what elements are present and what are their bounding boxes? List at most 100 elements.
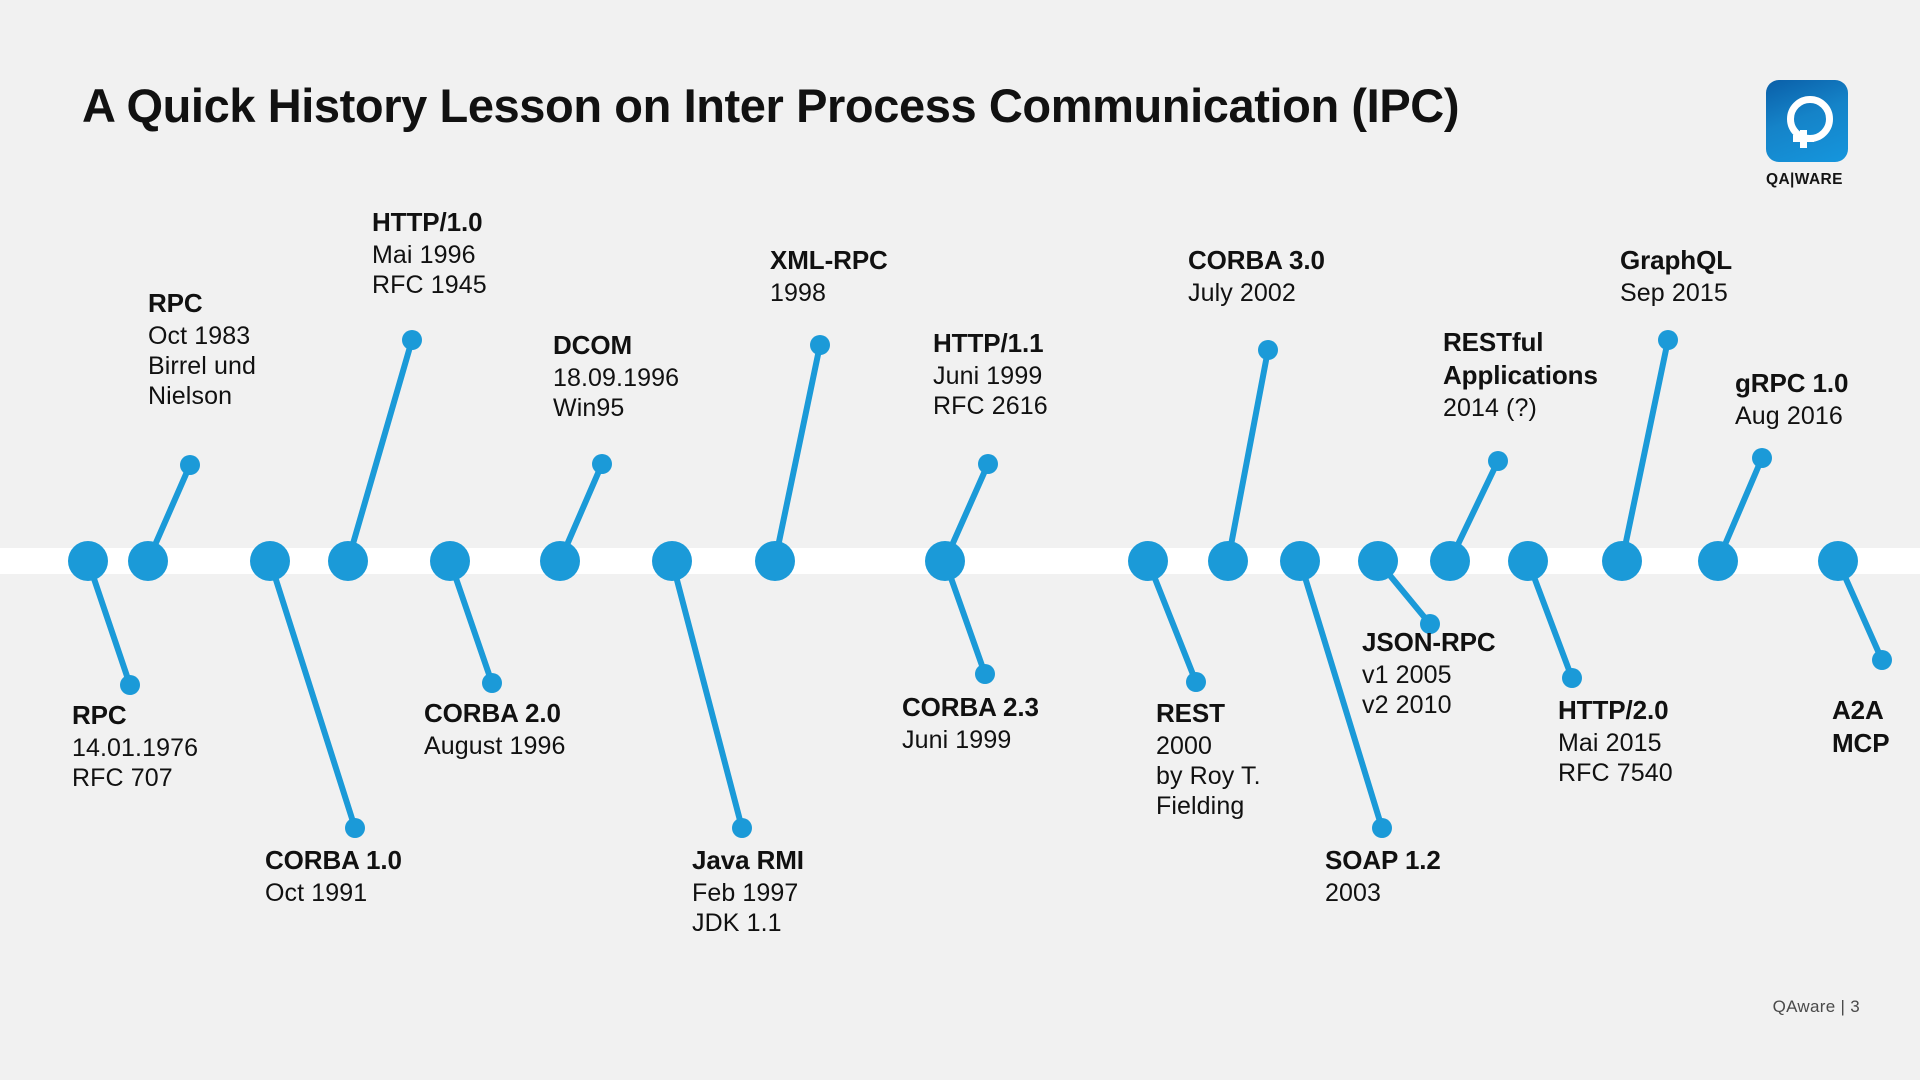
event-line-1: August 1996: [424, 732, 566, 761]
timeline-tip-dot-corba-2-3[interactable]: [975, 664, 995, 684]
timeline-node-corba-2-3[interactable]: [925, 541, 965, 581]
timeline-connector-rest: [1145, 558, 1199, 685]
event-label-corba-3-0[interactable]: CORBA 3.0 July 2002: [1188, 245, 1325, 308]
event-line-1: Juni 1999: [902, 726, 1012, 755]
timeline-node-rpc-1983[interactable]: [128, 541, 168, 581]
event-label-json-rpc[interactable]: JSON-RPC v1 2005 v2 2010: [1362, 627, 1496, 720]
timeline-tip-dot-restful-apps[interactable]: [1488, 451, 1508, 471]
timeline-node-graphql[interactable]: [1602, 541, 1642, 581]
event-label-java-rmi[interactable]: Java RMI Feb 1997 JDK 1.1: [692, 845, 804, 938]
event-label-grpc-1-0[interactable]: gRPC 1.0 Aug 2016: [1735, 368, 1848, 431]
timeline-tip-dot-corba-2-0[interactable]: [482, 673, 502, 693]
timeline-connector-graphql: [1619, 337, 1671, 564]
timeline-tip-dot-rpc-1976[interactable]: [120, 675, 140, 695]
event-line-1: 2003: [1325, 879, 1382, 908]
qaware-logo-mark-icon: [1766, 80, 1848, 162]
event-label-rest[interactable]: REST 2000 by Roy T. Fielding: [1156, 698, 1261, 821]
event-label-graphql[interactable]: GraphQL Sep 2015: [1620, 245, 1732, 308]
timeline-tip-dot-java-rmi[interactable]: [732, 818, 752, 838]
timeline-tip-dot-a2a-mcp[interactable]: [1872, 650, 1892, 670]
event-title-2: MCP: [1832, 728, 1890, 759]
event-line-3: Nielson: [148, 382, 233, 411]
event-line-1: Mai 1996: [372, 241, 476, 270]
timeline-node-grpc-1-0[interactable]: [1698, 541, 1738, 581]
timeline-node-xml-rpc[interactable]: [755, 541, 795, 581]
timeline-tip-dot-http-1-0[interactable]: [402, 330, 422, 350]
timeline-tip-dot-json-rpc[interactable]: [1420, 614, 1440, 634]
event-line-1: Feb 1997: [692, 879, 799, 908]
event-label-restful-applications[interactable]: RESTful Applications 2014 (?): [1443, 327, 1598, 423]
event-label-corba-2-3[interactable]: CORBA 2.3 Juni 1999: [902, 692, 1039, 755]
qaware-logo: QA|WARE: [1766, 80, 1858, 189]
event-title: CORBA 1.0: [265, 845, 402, 875]
timeline-node-java-rmi[interactable]: [652, 541, 692, 581]
event-label-corba-2-0[interactable]: CORBA 2.0 August 1996: [424, 698, 566, 761]
timeline-node-corba-1-0[interactable]: [250, 541, 290, 581]
timeline-node-dcom[interactable]: [540, 541, 580, 581]
event-line-1: Sep 2015: [1620, 279, 1728, 308]
event-label-corba-1-0[interactable]: CORBA 1.0 Oct 1991: [265, 845, 402, 908]
event-title: RPC: [148, 288, 203, 318]
event-line-3: Fielding: [1156, 792, 1245, 821]
event-title: JSON-RPC: [1362, 627, 1496, 657]
timeline-connector-xml-rpc: [772, 342, 823, 564]
event-label-a2a-mcp[interactable]: A2A MCP: [1832, 695, 1890, 761]
timeline-node-soap-1-2[interactable]: [1280, 541, 1320, 581]
timeline-node-restful-apps[interactable]: [1430, 541, 1470, 581]
timeline-node-a2a-mcp[interactable]: [1818, 541, 1858, 581]
timeline-node-http-2-0[interactable]: [1508, 541, 1548, 581]
event-title: SOAP 1.2: [1325, 845, 1441, 875]
timeline-tip-dot-soap-1-2[interactable]: [1372, 818, 1392, 838]
event-label-rpc-1976[interactable]: RPC 14.01.1976 RFC 707: [72, 700, 198, 793]
event-line-2: RFC 7540: [1558, 759, 1673, 788]
qaware-wordmark: QA|WARE: [1766, 171, 1843, 188]
event-line-2: JDK 1.1: [692, 909, 782, 938]
event-line-1: 18.09.1996: [553, 364, 680, 393]
timeline-tip-dot-dcom[interactable]: [592, 454, 612, 474]
timeline-node-http-1-0[interactable]: [328, 541, 368, 581]
event-title: gRPC 1.0: [1735, 368, 1849, 398]
event-line-2: Win95: [553, 394, 625, 423]
timeline-tip-dot-graphql[interactable]: [1658, 330, 1678, 350]
timeline-tip-dot-corba-1-0[interactable]: [345, 818, 365, 838]
event-label-rpc-1983[interactable]: RPC Oct 1983 Birrel und Nielson: [148, 288, 256, 411]
event-line-2: v2 2010: [1362, 691, 1452, 720]
logo-crossbar-icon: [1793, 135, 1814, 142]
timeline-connector-http-1-0: [345, 337, 415, 564]
event-title: REST: [1156, 698, 1225, 728]
timeline-tip-dot-http-2-0[interactable]: [1562, 668, 1582, 688]
timeline-tip-dot-http-1-1[interactable]: [978, 454, 998, 474]
timeline-tip-dot-grpc-1-0[interactable]: [1752, 448, 1772, 468]
event-title: GraphQL: [1620, 245, 1732, 275]
timeline-node-rest[interactable]: [1128, 541, 1168, 581]
timeline-node-json-rpc[interactable]: [1358, 541, 1398, 581]
event-line-2: RFC 707: [72, 764, 173, 793]
page-title: A Quick History Lesson on Inter Process …: [82, 79, 1460, 132]
event-line-2: by Roy T.: [1156, 762, 1261, 791]
event-label-http-2-0[interactable]: HTTP/2.0 Mai 2015 RFC 7540: [1558, 695, 1673, 788]
timeline-tip-dot-rest[interactable]: [1186, 672, 1206, 692]
event-line-1: Aug 2016: [1735, 402, 1843, 431]
event-label-http-1-0[interactable]: HTTP/1.0 Mai 1996 RFC 1945: [372, 207, 487, 300]
event-line-1: 1998: [770, 279, 827, 308]
event-label-dcom[interactable]: DCOM 18.09.1996 Win95: [553, 330, 679, 423]
event-line-1: 2000: [1156, 732, 1213, 761]
timeline-connector-corba-1-0: [267, 558, 358, 831]
timeline-node-corba-2-0[interactable]: [430, 541, 470, 581]
event-title: CORBA 2.0: [424, 698, 561, 728]
event-title: HTTP/1.1: [933, 328, 1044, 358]
event-label-xml-rpc[interactable]: XML-RPC 1998: [770, 245, 888, 308]
timeline-tip-dot-rpc-1983[interactable]: [180, 455, 200, 475]
timeline-tip-dot-corba-3-0[interactable]: [1258, 340, 1278, 360]
timeline-node-rpc-1976[interactable]: [68, 541, 108, 581]
event-title: RESTful: [1443, 327, 1544, 357]
event-label-soap-1-2[interactable]: SOAP 1.2 2003: [1325, 845, 1441, 908]
event-title: CORBA 3.0: [1188, 245, 1325, 275]
timeline-tip-dot-xml-rpc[interactable]: [810, 335, 830, 355]
event-line-1: Oct 1991: [265, 879, 368, 908]
timeline-connector-java-rmi: [669, 558, 745, 831]
timeline-node-corba-3-0[interactable]: [1208, 541, 1248, 581]
event-title: HTTP/2.0: [1558, 695, 1669, 725]
event-label-http-1-1[interactable]: HTTP/1.1 Juni 1999 RFC 2616: [933, 328, 1048, 421]
